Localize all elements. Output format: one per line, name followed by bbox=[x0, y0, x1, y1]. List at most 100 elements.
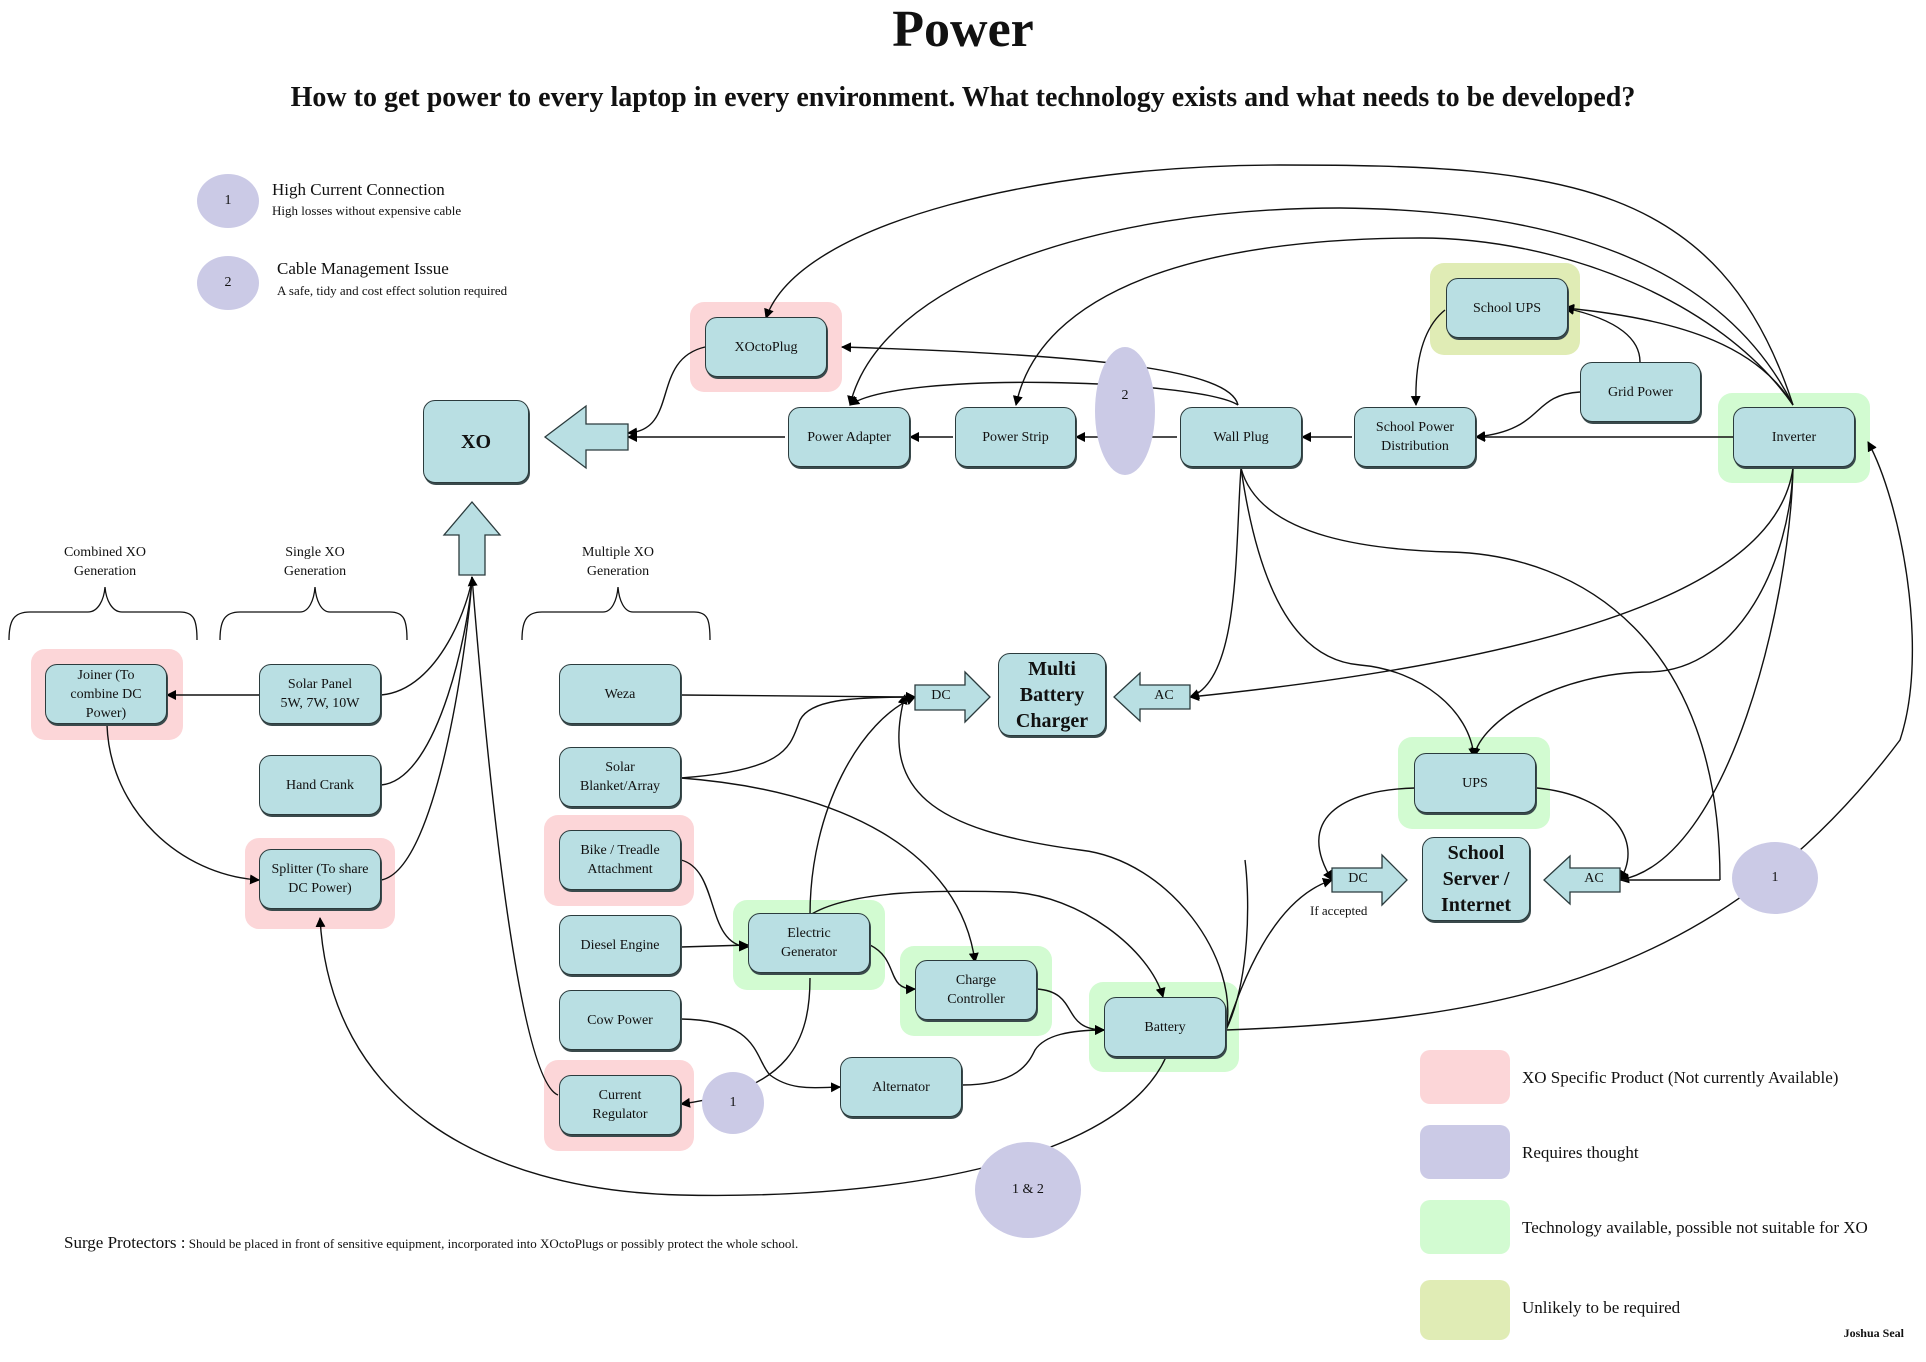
key-marker-2: 2 bbox=[197, 256, 259, 310]
marker-1-regulator: 1 bbox=[702, 1072, 764, 1134]
edge-inverter-ups bbox=[1470, 467, 1794, 758]
legend-label-olive: Unlikely to be required bbox=[1522, 1298, 1681, 1317]
edge-battery-splitter bbox=[315, 917, 1167, 1197]
block-arrow-dc-mbc bbox=[914, 670, 991, 724]
key-2-subtitle: A safe, tidy and cost effect solution re… bbox=[277, 283, 508, 298]
node-school-power-distribution[interactable]: School Power Distribution bbox=[1354, 407, 1476, 467]
edge-alternator-battery bbox=[961, 1025, 1105, 1086]
edge-weza-dc bbox=[680, 691, 916, 702]
node-charge-controller[interactable]: Charge Controller bbox=[915, 960, 1037, 1020]
marker-1-regulator-label: 1 bbox=[729, 1095, 737, 1110]
node-current-regulator[interactable]: Current Regulator bbox=[559, 1075, 681, 1135]
edge-cow-alternator bbox=[680, 1018, 841, 1093]
edge-charge-battery bbox=[1036, 988, 1105, 1035]
edge-ups-dc bbox=[1318, 787, 1416, 881]
edge-xoctoplug-xo bbox=[627, 346, 706, 438]
edge-bike-generator bbox=[680, 859, 749, 952]
node-power-adapter[interactable]: Power Adapter bbox=[788, 407, 910, 467]
page-title: Power bbox=[892, 1, 1034, 58]
edge-grid-schoolups bbox=[1564, 305, 1641, 363]
page-subtitle: How to get power to every laptop in ever… bbox=[290, 82, 1636, 113]
edge-regulator-xo bbox=[467, 576, 559, 1096]
node-wall-plug[interactable]: Wall Plug bbox=[1180, 407, 1302, 467]
node-xo[interactable]: XO bbox=[423, 400, 529, 483]
node-splitter[interactable]: Splitter (To share DC Power) bbox=[259, 849, 381, 909]
block-arrow-dc-server bbox=[1331, 853, 1408, 907]
marker-1-and-2-label: 1 & 2 bbox=[1012, 1182, 1044, 1197]
node-weza[interactable]: Weza bbox=[559, 664, 681, 724]
surge-protectors-text: Should be placed in front of sensitive e… bbox=[188, 1236, 799, 1251]
edge-blanket-charge bbox=[680, 777, 979, 963]
edge-battery-dc bbox=[1225, 878, 1333, 1031]
key-1-subtitle: High losses without expensive cable bbox=[272, 203, 462, 218]
node-hand-crank[interactable]: Hand Crank bbox=[259, 755, 381, 815]
edge-inverter-ac3 bbox=[1619, 467, 1794, 884]
node-solar-blanket[interactable]: Solar Blanket/Array bbox=[559, 747, 681, 807]
brace-single bbox=[219, 586, 408, 641]
block-arrow-ac-server bbox=[1543, 854, 1621, 906]
dc-arrow-label-server: DC bbox=[1348, 871, 1368, 886]
marker-1-right: 1 bbox=[1732, 842, 1818, 914]
node-alternator[interactable]: Alternator bbox=[840, 1057, 962, 1117]
edge-diesel-generator bbox=[680, 940, 749, 951]
group-label-combined: Combined XO Generation bbox=[63, 545, 147, 579]
edge-splitter-xo bbox=[380, 576, 473, 881]
node-electric-generator[interactable]: Electric Generator bbox=[748, 913, 870, 973]
legend-swatch-pink bbox=[1420, 1050, 1510, 1104]
edge-wallplug-xoctoplug bbox=[841, 342, 1239, 406]
node-diesel-engine[interactable]: Diesel Engine bbox=[559, 915, 681, 975]
author: Joshua Seal bbox=[1843, 1326, 1904, 1340]
brace-combined bbox=[8, 586, 198, 641]
legend-swatch-lavender bbox=[1420, 1125, 1510, 1179]
edge-generator-battery bbox=[809, 890, 1166, 998]
group-label-multiple: Multiple XO Generation bbox=[582, 545, 654, 579]
node-battery[interactable]: Battery bbox=[1104, 997, 1226, 1057]
edge-wallplug-ac bbox=[1189, 467, 1242, 699]
edge-generator-charge bbox=[869, 944, 916, 995]
edge-battery-inverter bbox=[1225, 441, 1914, 1031]
block-arrow-to-xo-up bbox=[442, 500, 502, 576]
node-cow-power[interactable]: Cow Power bbox=[559, 990, 681, 1050]
key-1-title: High Current Connection bbox=[272, 180, 445, 199]
node-solar-panel[interactable]: Solar Panel 5W, 7W, 10W bbox=[259, 664, 381, 724]
edge-wallplug-ac2 bbox=[1240, 467, 1721, 881]
node-xoctoplug[interactable]: XOctoPlug bbox=[705, 317, 827, 377]
node-grid-power[interactable]: Grid Power bbox=[1580, 362, 1701, 422]
key-marker-1-label: 1 bbox=[224, 193, 232, 208]
legend-label-pink: XO Specific Product (Not currently Avail… bbox=[1522, 1068, 1839, 1087]
block-arrow-to-xo-left bbox=[543, 404, 629, 470]
ac-arrow-label-mbc: AC bbox=[1154, 688, 1174, 703]
node-joiner[interactable]: Joiner (To combine DC Power) bbox=[45, 664, 167, 724]
node-school-ups[interactable]: School UPS bbox=[1446, 278, 1568, 338]
brace-multiple bbox=[521, 586, 711, 641]
edge-inverter-schoolups bbox=[1564, 303, 1794, 406]
key-2-title: Cable Management Issue bbox=[277, 259, 449, 278]
edge-schoolups-spd bbox=[1410, 309, 1446, 406]
node-inverter[interactable]: Inverter bbox=[1733, 407, 1855, 467]
marker-1-right-label: 1 bbox=[1771, 870, 1779, 885]
key-marker-2-label: 2 bbox=[224, 275, 232, 290]
legend-swatch-green bbox=[1420, 1200, 1510, 1254]
edge-wallplug-ups bbox=[1240, 467, 1479, 758]
edge-solar-xo bbox=[380, 576, 473, 696]
legend-label-green: Technology available, possible not suita… bbox=[1522, 1218, 1868, 1237]
edge-grid-spd bbox=[1475, 391, 1581, 442]
surge-protectors-lead: Surge Protectors : bbox=[64, 1233, 186, 1252]
if-accepted-label: If accepted bbox=[1310, 903, 1368, 918]
node-school-server[interactable]: School Server / Internet bbox=[1422, 837, 1530, 921]
node-power-strip[interactable]: Power Strip bbox=[955, 407, 1076, 467]
edge-generator-dc bbox=[809, 695, 916, 916]
node-ups[interactable]: UPS bbox=[1414, 753, 1536, 813]
edge-battery-wallplug bbox=[1225, 859, 1249, 1031]
block-arrow-ac-mbc bbox=[1113, 671, 1191, 723]
marker-2-cable-label: 2 bbox=[1121, 388, 1129, 403]
edge-joiner-splitter bbox=[106, 724, 260, 885]
edge-crank-xo bbox=[380, 576, 473, 786]
edge-ups-ac bbox=[1536, 787, 1630, 881]
node-multi-battery-charger[interactable]: Multi Battery Charger bbox=[998, 653, 1106, 736]
node-bike-treadle[interactable]: Bike / Treadle Attachment bbox=[559, 830, 681, 890]
key-marker-1: 1 bbox=[197, 174, 259, 228]
group-label-single: Single XO Generation bbox=[283, 545, 347, 579]
edge-inverter-xoctoplug bbox=[764, 164, 1794, 406]
dc-arrow-label-mbc: DC bbox=[931, 688, 951, 703]
